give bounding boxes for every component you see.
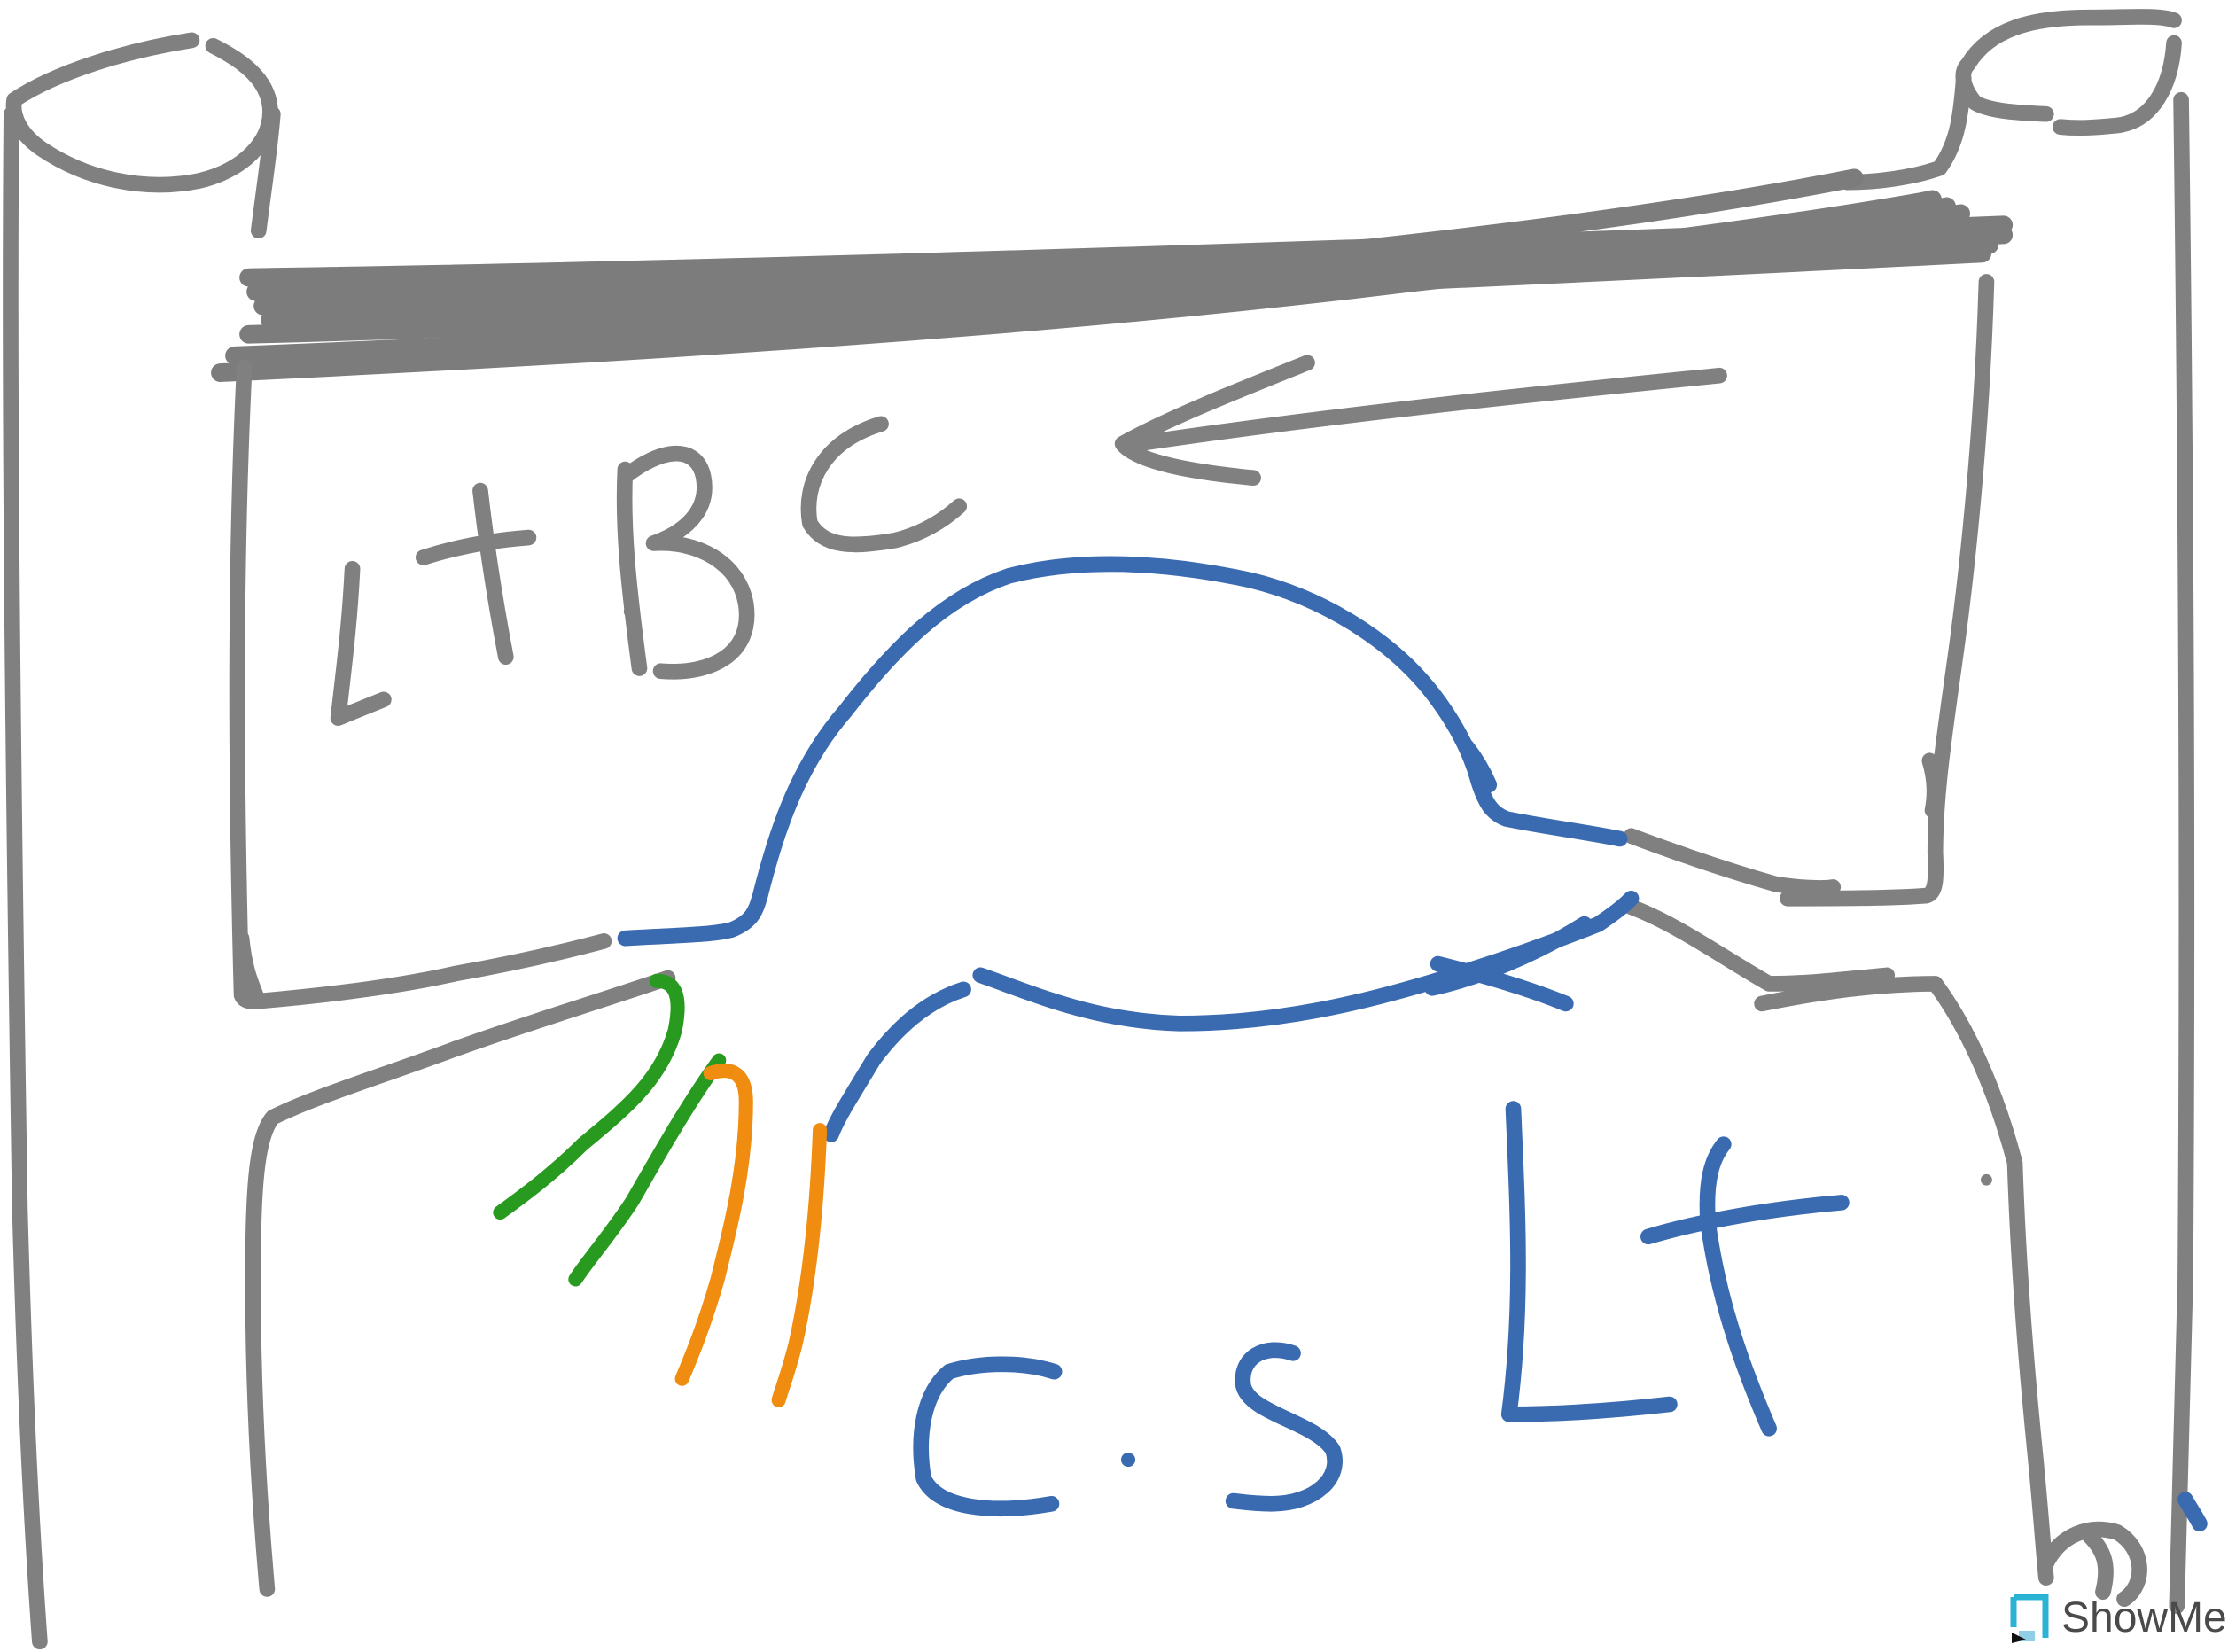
stray-mark [2177,1492,2208,1532]
hatched-band [211,168,2014,382]
showme-watermark: ShowMe [2010,1591,2227,1644]
showme-logo-icon [2010,1592,2053,1643]
left-arrow [1114,355,1727,487]
green-fibers [493,973,727,1287]
upper-vertebra-outline [229,274,1995,1009]
lower-vertebra-outline [245,899,2054,1597]
label-ltbc-handwriting [330,416,968,726]
label-cs-handwriting [913,1342,1343,1516]
left-bone-column [3,32,281,1650]
label-lt-handwriting [1500,1101,1850,1437]
orange-fibers [674,1064,828,1407]
lower-ligament [823,890,1640,1142]
cursor-icon [2012,1633,2026,1643]
right-bone-column [1839,9,2195,1615]
upper-ligament-dome [617,556,1628,947]
watermark-text: ShowMe [2061,1594,2227,1641]
